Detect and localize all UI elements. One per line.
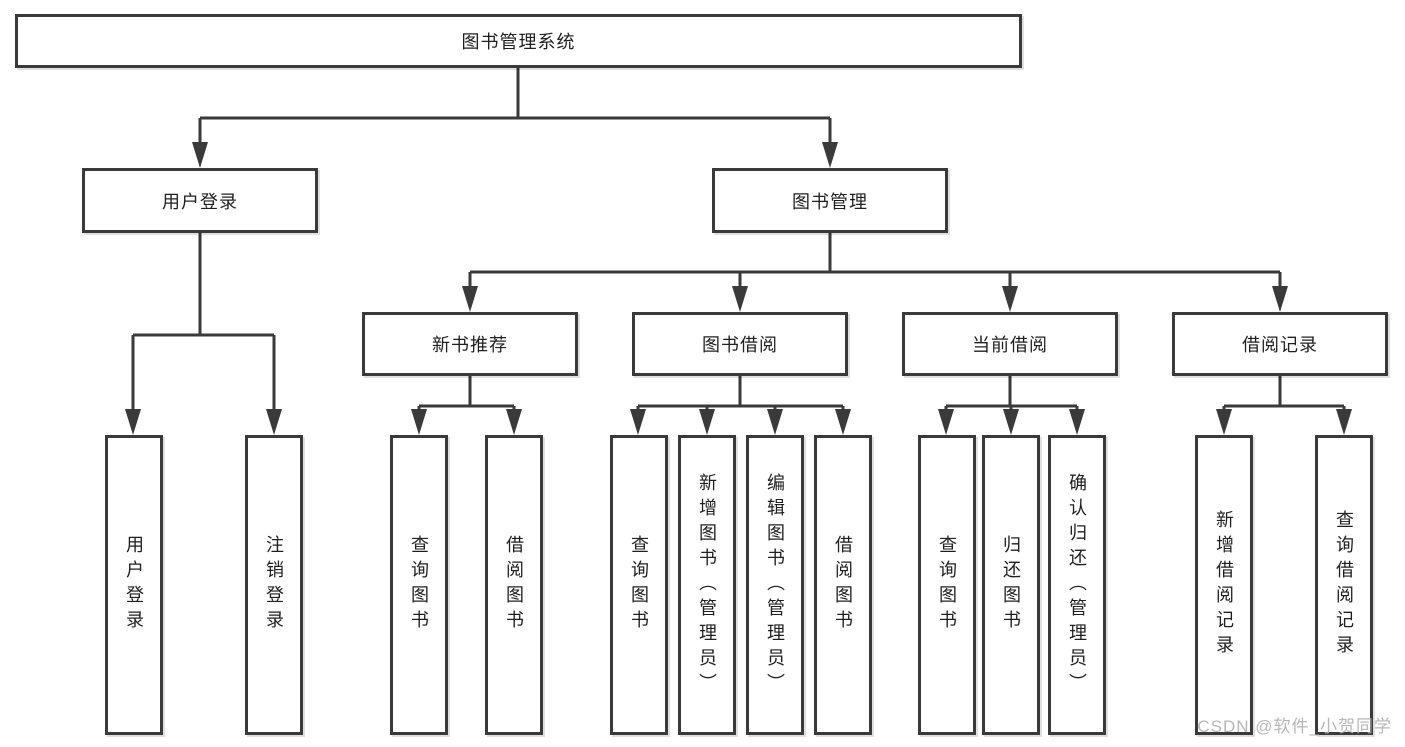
leaf-query-borrow-record: 查询借阅记录 [1315, 435, 1373, 735]
leaf-query-books-recommend: 查询图书 [390, 435, 448, 735]
node-label: 图书管理系统 [461, 32, 576, 52]
leaf-confirm-return-admin: 确认归还（管理员） [1048, 435, 1106, 735]
node-label: 新书推荐 [432, 335, 508, 355]
node-label: 编辑图书（管理员） [765, 472, 785, 698]
leaf-borrow-books-recommend: 借阅图书 [485, 435, 543, 735]
node-label: 查询图书 [629, 535, 649, 635]
node-label: 新增图书（管理员） [697, 472, 717, 698]
node-label: 查询借阅记录 [1334, 510, 1354, 660]
node-label: 借阅记录 [1242, 335, 1318, 355]
node-label: 新增借阅记录 [1214, 510, 1234, 660]
leaf-return-book: 归还图书 [982, 435, 1040, 735]
leaf-add-borrow-record: 新增借阅记录 [1195, 435, 1253, 735]
node-borrowing-records: 借阅记录 [1172, 312, 1388, 376]
leaf-logout: 注销登录 [245, 435, 303, 735]
node-book-borrowing: 图书借阅 [632, 312, 848, 376]
node-user-login: 用户登录 [82, 168, 318, 233]
leaf-add-book-admin: 新增图书（管理员） [678, 435, 736, 735]
leaf-edit-book-admin: 编辑图书（管理员） [746, 435, 804, 735]
node-label: 归还图书 [1001, 535, 1021, 635]
node-label: 用户登录 [162, 191, 238, 212]
node-current-borrowing: 当前借阅 [902, 312, 1118, 376]
node-label: 查询图书 [937, 535, 957, 635]
node-label: 借阅图书 [504, 535, 524, 635]
leaf-borrow-books-borrowing: 借阅图书 [814, 435, 872, 735]
node-label: 图书管理 [792, 191, 868, 212]
arrowheads [125, 142, 1352, 435]
node-library-system: 图书管理系统 [15, 14, 1022, 68]
leaf-query-books-current: 查询图书 [918, 435, 976, 735]
node-label: 借阅图书 [833, 535, 853, 635]
node-book-management: 图书管理 [712, 168, 948, 233]
leaf-query-books-borrowing: 查询图书 [610, 435, 668, 735]
csdn-watermark: CSDN @软件_小贺同学 [1197, 717, 1392, 736]
node-label: 注销登录 [264, 535, 284, 635]
node-label: 图书借阅 [702, 335, 778, 355]
node-label: 确认归还（管理员） [1067, 472, 1087, 698]
node-label: 查询图书 [409, 535, 429, 635]
node-label: 用户登录 [124, 535, 144, 635]
node-label: 当前借阅 [972, 335, 1048, 355]
leaf-user-login: 用户登录 [105, 435, 163, 735]
node-new-book-recommend: 新书推荐 [362, 312, 578, 376]
